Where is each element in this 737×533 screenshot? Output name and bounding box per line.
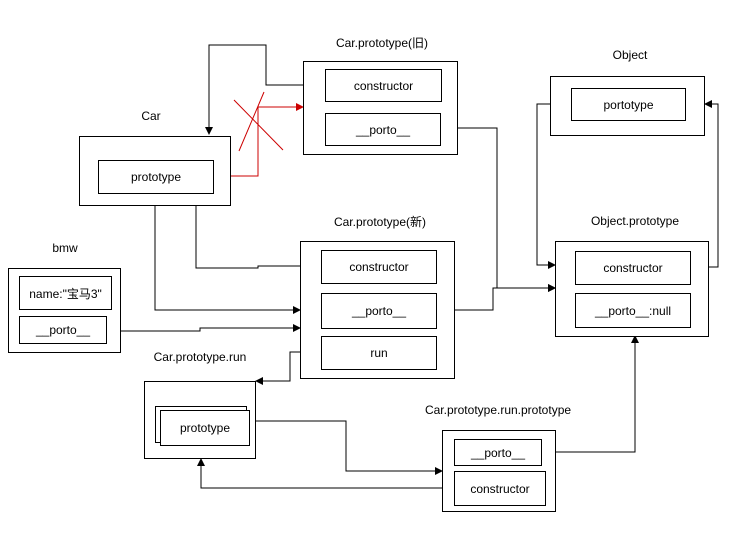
new-porto-slot[interactable]: __porto__: [321, 293, 437, 329]
runproto-constructor-slot[interactable]: constructor: [454, 471, 546, 506]
object-title: Object: [612, 48, 648, 62]
cross-mark-1: [233, 99, 284, 151]
bmw-name-slot[interactable]: name:"宝马3": [19, 276, 112, 310]
object-prototype-title: Object.prototype: [590, 214, 680, 228]
cross-mark-2: [238, 91, 265, 152]
edge-run-proto-porto-to-objproto: [541, 335, 639, 453]
car-prototype-run-title: Car.prototype.run: [153, 350, 247, 364]
bmw-object[interactable]: name:"宝马3" __porto__: [8, 268, 121, 353]
edge-bmw-porto-to-new: [106, 324, 301, 332]
old-constructor-slot[interactable]: constructor: [325, 69, 442, 102]
car-prototype-run-prototype-object[interactable]: __porto__ constructor: [442, 430, 556, 512]
object-portotype-slot[interactable]: portotype: [571, 88, 686, 121]
object-prototype-object[interactable]: constructor __porto__:null: [555, 241, 709, 337]
edge-car-prototype-to-old-removed: [212, 103, 304, 177]
runproto-porto-slot[interactable]: __porto__: [454, 439, 542, 466]
car-prototype-new-title: Car.prototype(新): [333, 215, 427, 229]
edge-run-prototype-to-run-proto: [250, 420, 443, 475]
car-prototype-slot[interactable]: prototype: [98, 160, 214, 194]
new-constructor-slot[interactable]: constructor: [321, 250, 437, 284]
car-prototype-run-prototype-title: Car.prototype.run.prototype: [424, 403, 572, 417]
run-prototype-slot[interactable]: prototype: [160, 410, 250, 446]
car-prototype-old-title: Car.prototype(旧): [335, 36, 429, 50]
car-prototype-old-object[interactable]: constructor __porto__: [303, 61, 458, 155]
objproto-porto-slot[interactable]: __porto__:null: [575, 293, 691, 328]
new-run-slot[interactable]: run: [321, 336, 437, 370]
object-object[interactable]: portotype: [550, 76, 705, 136]
edge-run-proto-constructor-to-run: [197, 458, 454, 489]
car-object[interactable]: prototype: [79, 136, 231, 206]
bmw-porto-slot[interactable]: __porto__: [19, 316, 107, 344]
old-porto-slot[interactable]: __porto__: [325, 113, 441, 146]
bmw-title: bmw: [52, 241, 78, 255]
edge-car-prototype-to-new: [154, 196, 301, 314]
edge-new-constructor-to-car: [192, 195, 321, 269]
edge-new-porto-to-objproto: [436, 284, 556, 311]
objproto-constructor-slot[interactable]: constructor: [575, 251, 691, 285]
car-title: Car: [141, 109, 161, 123]
car-prototype-new-object[interactable]: constructor __porto__ run: [300, 241, 455, 379]
car-prototype-run-object[interactable]: prototype: [144, 381, 256, 459]
edge-old-constructor-to-car: [205, 44, 325, 135]
